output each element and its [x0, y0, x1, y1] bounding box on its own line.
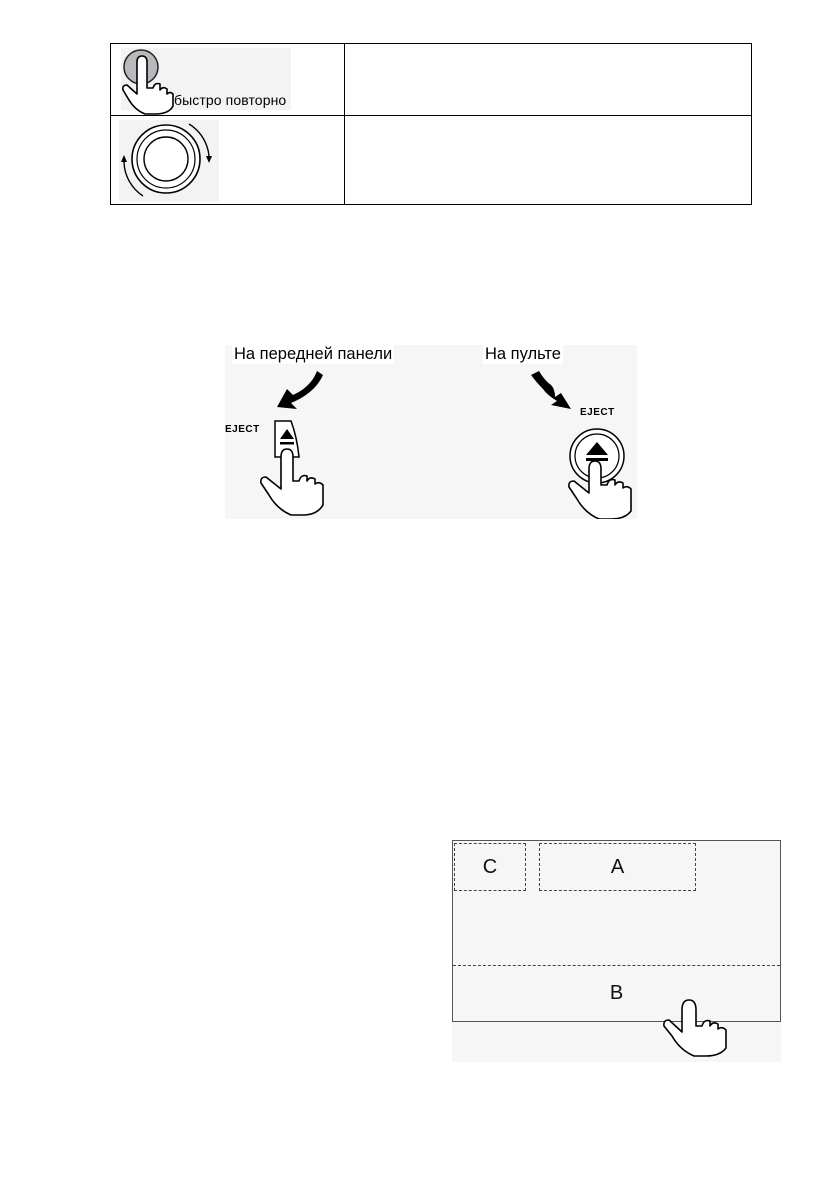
hand-pointer-icon	[260, 448, 324, 516]
remote-label: На пульте	[483, 345, 563, 364]
table-cell-description	[344, 115, 752, 205]
eject-symbol-icon	[586, 442, 608, 455]
remote-eject-text: EJECT	[580, 407, 615, 418]
front-eject-text: EJECT	[225, 424, 260, 435]
eject-illustration: На передней панели На пульте EJECT EJECT	[225, 345, 637, 519]
screen-zones-illustration: C A B	[452, 840, 781, 1062]
touch-screen: C A B	[452, 840, 781, 1022]
table-cell-icon	[110, 115, 345, 205]
eject-symbol-icon	[280, 429, 294, 439]
tap-button-repeatedly-icon	[121, 48, 291, 115]
table-cell-description	[344, 43, 752, 116]
rotary-knob-icon	[119, 120, 219, 202]
eject-drawing	[260, 371, 632, 519]
table-cell-icon: быстро повторно	[110, 43, 345, 116]
hand-pointer-icon	[663, 999, 727, 1057]
table-row	[110, 115, 752, 205]
front-panel-label: На передней панели	[232, 345, 395, 364]
arrow-icon	[531, 371, 571, 409]
zone-a[interactable]: A	[539, 843, 696, 891]
zone-b[interactable]: B	[453, 965, 780, 1021]
table-row: быстро повторно	[110, 43, 752, 116]
arrow-icon	[277, 371, 323, 409]
zone-c[interactable]: C	[454, 843, 526, 891]
hand-pointer-icon	[568, 460, 632, 519]
controls-table: быстро повторно	[110, 43, 752, 205]
repeat-press-label: быстро повторно	[174, 92, 287, 108]
